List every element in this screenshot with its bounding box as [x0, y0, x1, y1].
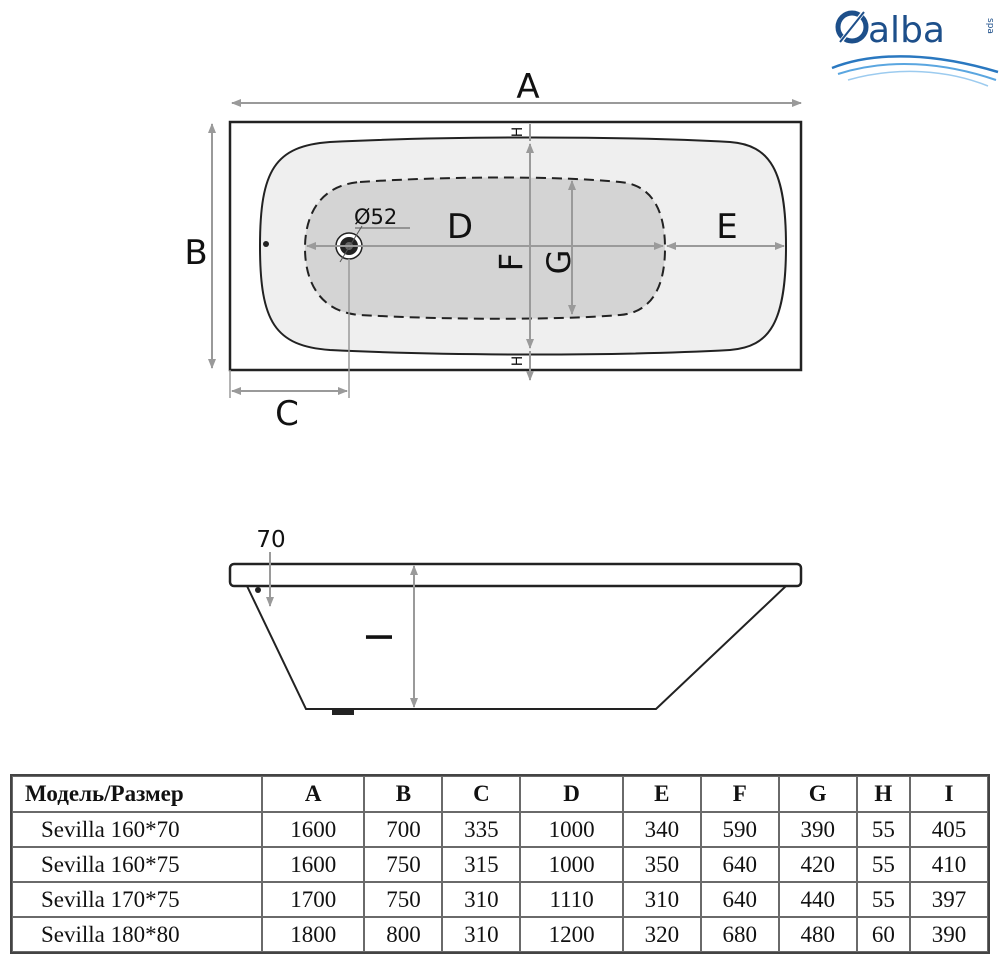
- cell-d: 1000: [520, 812, 623, 847]
- cell-h: 60: [856, 917, 911, 952]
- header-f: F: [700, 776, 779, 812]
- model-cell: Sevilla 160*70: [12, 812, 262, 847]
- rim-dimension-label: 70: [256, 527, 285, 553]
- cell-a: 1600: [262, 847, 365, 882]
- table-row: Sevilla 180*80 1800 800 310 1200 320 680…: [12, 917, 988, 952]
- cell-g: 390: [778, 812, 857, 847]
- cell-f: 680: [700, 917, 779, 952]
- cell-e: 350: [622, 847, 701, 882]
- header-c: C: [442, 776, 521, 812]
- logo-swoosh-icon: [831, 55, 999, 87]
- table-row: Sevilla 160*70 1600 700 335 1000 340 590…: [12, 812, 988, 847]
- cell-c: 310: [442, 917, 521, 952]
- cell-c: 315: [442, 847, 521, 882]
- cell-i: 390: [910, 917, 988, 952]
- side-view: 70 I: [228, 527, 803, 715]
- cell-e: 320: [622, 917, 701, 952]
- alba-logo: alba spa: [831, 10, 999, 87]
- header-e: E: [622, 776, 701, 812]
- header-h: H: [856, 776, 911, 812]
- cell-f: 590: [700, 812, 779, 847]
- logo-mark-icon: [835, 10, 869, 44]
- cell-a: 1700: [262, 882, 365, 917]
- tub-side-rim: [228, 562, 803, 588]
- tub-side-body: [245, 585, 789, 710]
- dimension-b-label: B: [184, 233, 207, 273]
- cell-c: 335: [442, 812, 521, 847]
- header-i: I: [910, 776, 988, 812]
- cell-d: 1200: [520, 917, 623, 952]
- header-a: A: [262, 776, 365, 812]
- cell-h: 55: [856, 847, 911, 882]
- header-model: Модель/Размер: [12, 776, 262, 812]
- logo-brand: alba: [868, 10, 945, 51]
- dimension-g-label: G: [540, 250, 578, 275]
- dimension-h-bottom-label: H: [510, 356, 526, 367]
- cell-i: 410: [910, 847, 988, 882]
- cell-e: 310: [622, 882, 701, 917]
- spec-table: Модель/Размер A B C D E F G H I Sevilla …: [10, 774, 990, 954]
- cell-b: 750: [364, 882, 443, 917]
- cell-d: 1110: [520, 882, 623, 917]
- cell-g: 440: [778, 882, 857, 917]
- model-cell: Sevilla 170*75: [12, 882, 262, 917]
- cell-d: 1000: [520, 847, 623, 882]
- cell-f: 640: [700, 882, 779, 917]
- cell-h: 55: [856, 812, 911, 847]
- cell-a: 1800: [262, 917, 365, 952]
- model-cell: Sevilla 160*75: [12, 847, 262, 882]
- dimension-a-label: A: [516, 67, 539, 107]
- model-cell: Sevilla 180*80: [12, 917, 262, 952]
- cell-b: 800: [364, 917, 443, 952]
- cell-g: 420: [778, 847, 857, 882]
- dimension-f-label: F: [492, 253, 530, 271]
- cell-c: 310: [442, 882, 521, 917]
- spec-table-header-row: Модель/Размер A B C D E F G H I: [12, 776, 988, 812]
- header-b: B: [364, 776, 443, 812]
- cell-h: 55: [856, 882, 911, 917]
- bathtub-diagram: Ø52 A B C D E F G H H: [184, 67, 803, 715]
- dimension-i-label: I: [360, 632, 401, 643]
- cell-f: 640: [700, 847, 779, 882]
- table-row: Sevilla 160*75 1600 750 315 1000 350 640…: [12, 847, 988, 882]
- dimension-d-label: D: [447, 207, 473, 247]
- cell-g: 480: [778, 917, 857, 952]
- cell-i: 397: [910, 882, 988, 917]
- cell-e: 340: [622, 812, 701, 847]
- cell-a: 1600: [262, 812, 365, 847]
- cell-b: 750: [364, 847, 443, 882]
- cell-i: 405: [910, 812, 988, 847]
- header-g: G: [778, 776, 857, 812]
- logo-suffix: spa: [985, 18, 995, 34]
- table-row: Sevilla 170*75 1700 750 310 1110 310 640…: [12, 882, 988, 917]
- top-view: Ø52 A B C D E F G H H: [184, 67, 803, 434]
- drain-diameter-label: Ø52: [354, 205, 397, 229]
- tub-side-drain: [332, 709, 354, 715]
- overflow-hole-icon: [263, 241, 269, 247]
- dimension-e-label: E: [716, 207, 737, 247]
- header-d: D: [520, 776, 623, 812]
- spec-table-container: Модель/Размер A B C D E F G H I Sevilla …: [10, 774, 990, 954]
- cell-b: 700: [364, 812, 443, 847]
- dimension-h-top-label: H: [510, 127, 526, 138]
- dimension-c-label: C: [275, 394, 299, 434]
